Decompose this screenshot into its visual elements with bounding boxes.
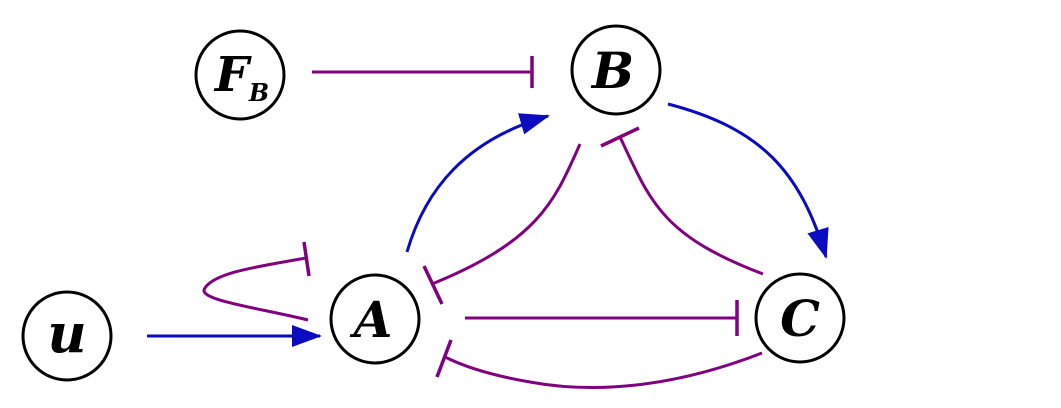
node-u-label: u	[47, 301, 86, 365]
node-b-label: B	[590, 41, 634, 100]
node-c-label: C	[780, 289, 820, 348]
node-b: B	[570, 24, 662, 116]
edge-a-inhibits-c	[465, 300, 739, 336]
edge-c-inhibits-b	[600, 126, 764, 276]
node-fb: FB	[194, 29, 286, 121]
node-u: u	[21, 290, 113, 382]
edge-a-inhibits-a	[202, 241, 311, 322]
node-c: C	[754, 272, 846, 364]
edge-a-activates-b	[405, 113, 550, 253]
edge-fb-inhibits-b	[312, 56, 534, 88]
node-fb-label: FB	[213, 47, 269, 107]
node-a-label: A	[350, 290, 393, 349]
edge-c-inhibits-a	[435, 339, 763, 389]
edge-b-inhibits-a	[422, 143, 582, 305]
node-a: A	[329, 273, 421, 365]
edge-b-activates-c	[667, 102, 829, 259]
